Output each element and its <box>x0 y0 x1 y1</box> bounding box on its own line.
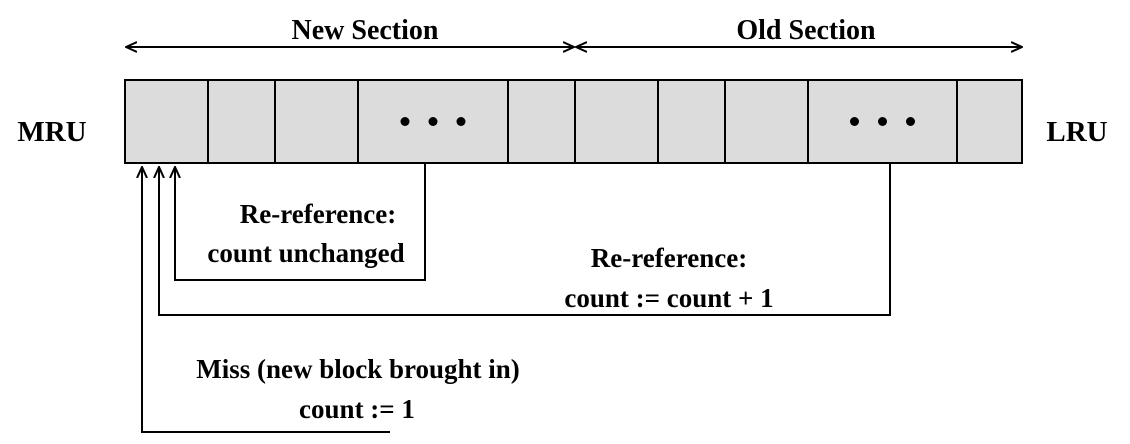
new-reref-label-line1: Re-reference: <box>240 199 396 229</box>
ellipsis-dot <box>456 117 466 126</box>
old-section-label: Old Section <box>736 15 876 46</box>
ellipsis-dot <box>400 117 410 126</box>
cache-block <box>956 79 1023 164</box>
cache-block <box>574 79 659 164</box>
old-reref-label-line2: count := count + 1 <box>564 283 773 313</box>
old-reref-label-line1: Re-reference: <box>591 243 747 273</box>
new-reref-label-line2: count unchanged <box>207 238 404 268</box>
miss-arrow <box>142 167 390 433</box>
cache-block <box>657 79 726 164</box>
mru-label: MRU <box>17 116 86 148</box>
ellipsis-dot <box>850 117 859 126</box>
cache-block <box>207 79 276 164</box>
miss-label-line1: Miss (new block brought in) <box>196 354 520 384</box>
cache-block <box>274 79 359 164</box>
new-section-rereference-arrow <box>175 163 426 281</box>
cache-block <box>724 79 809 164</box>
new-section-label: New Section <box>292 15 439 46</box>
ellipsis-dot <box>906 117 915 126</box>
miss-label-line2: count := 1 <box>299 394 415 424</box>
lru-label: LRU <box>1046 116 1107 148</box>
cache-block-row <box>124 79 1023 164</box>
old-section-rereference-arrow <box>159 163 891 316</box>
ellipsis-dot <box>878 117 887 126</box>
cache-block <box>124 79 209 164</box>
cache-block <box>507 79 576 164</box>
ellipsis-dot <box>428 117 438 126</box>
